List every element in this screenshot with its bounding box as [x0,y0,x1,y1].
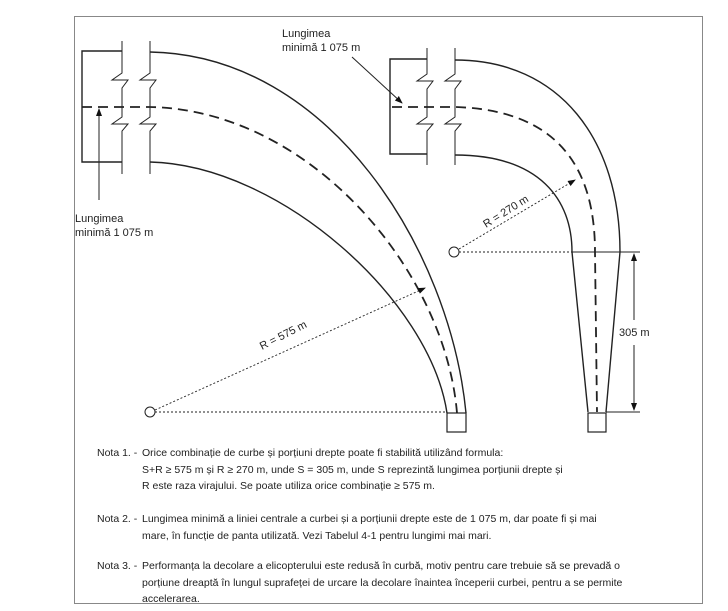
right-center-point [448,246,460,258]
right-radius-line [458,179,576,250]
left-length-label-1: Lungimea [75,213,124,225]
dimension-extension-lines [572,251,640,413]
left-radius-label: R = 575 m [258,319,309,353]
right-curve-270 [351,48,640,433]
left-radius-line [154,287,426,411]
note-label: Nota 2. - [97,513,138,525]
left-break-lines [110,41,158,174]
right-break-lines [415,48,463,165]
left-length-label-2: minimă 1 075 m [75,227,153,239]
left-centerline [82,106,458,414]
note-label: Nota 1. - [97,447,138,459]
straight-length-label: 305 m [619,327,650,339]
figure-frame [74,16,703,604]
right-centerline [392,106,598,413]
right-length-label-1: Lungimea [282,28,331,40]
left-center-point [144,406,156,418]
right-start-box [389,58,427,155]
right-length-arrow [351,56,403,104]
right-radius-label: R = 270 m [481,193,531,230]
note-2: Nota 2. -Lungimea minimă a liniei centra… [97,513,597,542]
left-outer-edge [149,51,467,414]
right-outer-edge [454,59,621,413]
note-label: Nota 3. - [97,560,138,572]
note-1: Nota 1. -Orice combinație de curbe și po… [97,447,563,492]
right-inner-edge [454,154,589,413]
right-end-box [587,412,607,433]
left-inner-edge [149,161,448,414]
note-3: Nota 3. -Performanța la decolare a elico… [97,560,623,605]
left-curve-575 [81,41,467,433]
right-length-label-2: minimă 1 075 m [282,42,360,54]
left-end-box [446,412,467,433]
